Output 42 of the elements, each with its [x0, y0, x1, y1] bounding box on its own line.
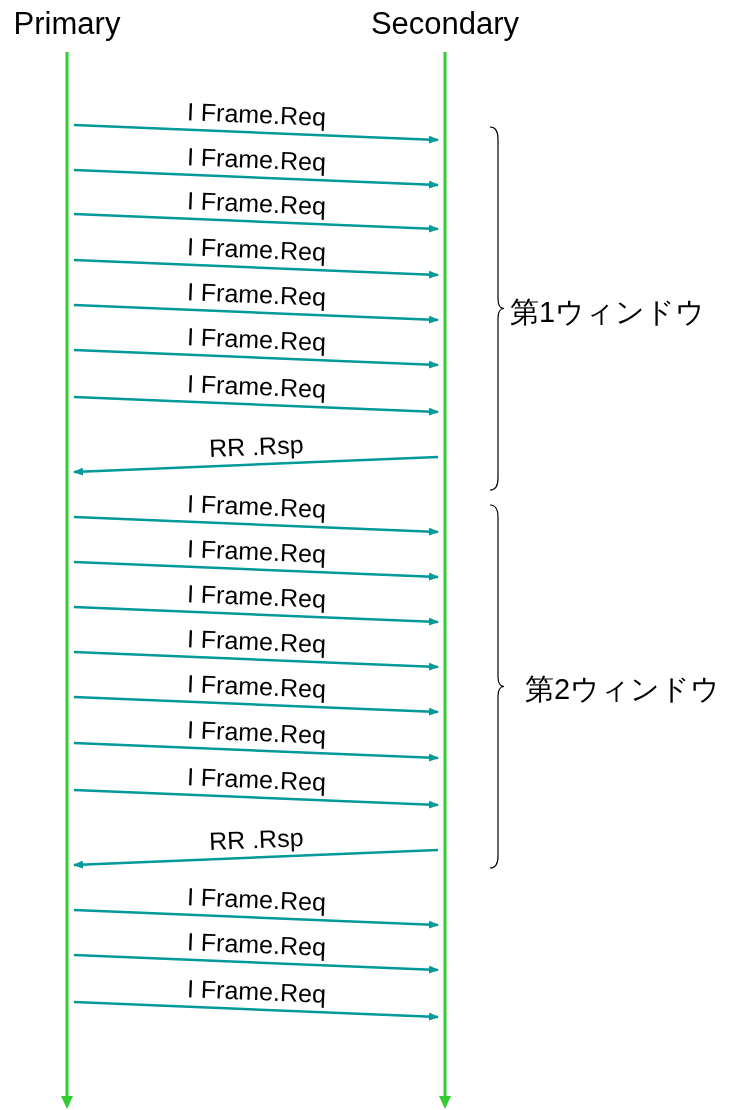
- edge-label: I Frame.Req: [185, 973, 326, 1009]
- message-arrow: [73, 258, 439, 279]
- edge-label: RR .Rsp: [208, 429, 305, 463]
- message-arrow: [73, 695, 439, 716]
- message-arrow: [73, 560, 439, 581]
- message-arrow: [73, 650, 439, 671]
- message-arrow: [73, 848, 439, 869]
- lifeline-heading: Primary: [13, 6, 121, 42]
- window-label: 第1ウィンドウ: [510, 295, 706, 330]
- edge-label: I Frame.Req: [185, 623, 326, 659]
- message-arrow: [73, 303, 439, 324]
- edge-label: I Frame.Req: [185, 368, 326, 404]
- edge-label: I Frame.Req: [185, 231, 326, 267]
- edge-label: I Frame.Req: [185, 321, 326, 357]
- edge-label: I Frame.Req: [185, 881, 326, 917]
- window-label: 第2ウィンドウ: [525, 672, 721, 707]
- message-arrow: [73, 908, 439, 929]
- message-arrow: [73, 788, 439, 809]
- edge-label: I Frame.Req: [185, 926, 326, 962]
- edge-label: I Frame.Req: [185, 185, 326, 221]
- edge-label: RR .Rsp: [208, 822, 305, 856]
- edge-label: I Frame.Req: [185, 533, 326, 569]
- message-arrow: [73, 605, 439, 626]
- edge-label: I Frame.Req: [185, 141, 326, 177]
- message-arrow: [73, 168, 439, 189]
- edge-label: I Frame.Req: [185, 276, 326, 312]
- edge-label: I Frame.Req: [185, 668, 326, 704]
- message-arrow: [73, 741, 439, 762]
- edge-label: I Frame.Req: [185, 714, 326, 750]
- edge-label: I Frame.Req: [185, 578, 326, 614]
- message-arrow: [73, 455, 439, 476]
- message-arrow: [73, 395, 439, 416]
- message-arrow: [73, 212, 439, 233]
- message-arrow: [73, 515, 439, 536]
- edge-label: I Frame.Req: [185, 96, 326, 132]
- lifeline-heading: Secondary: [370, 6, 520, 42]
- edge-label: I Frame.Req: [185, 761, 326, 797]
- message-arrow: [73, 348, 439, 369]
- message-arrow: [73, 1000, 439, 1021]
- message-arrow: [73, 123, 439, 144]
- edge-label: I Frame.Req: [185, 488, 326, 524]
- message-arrow: [73, 953, 439, 974]
